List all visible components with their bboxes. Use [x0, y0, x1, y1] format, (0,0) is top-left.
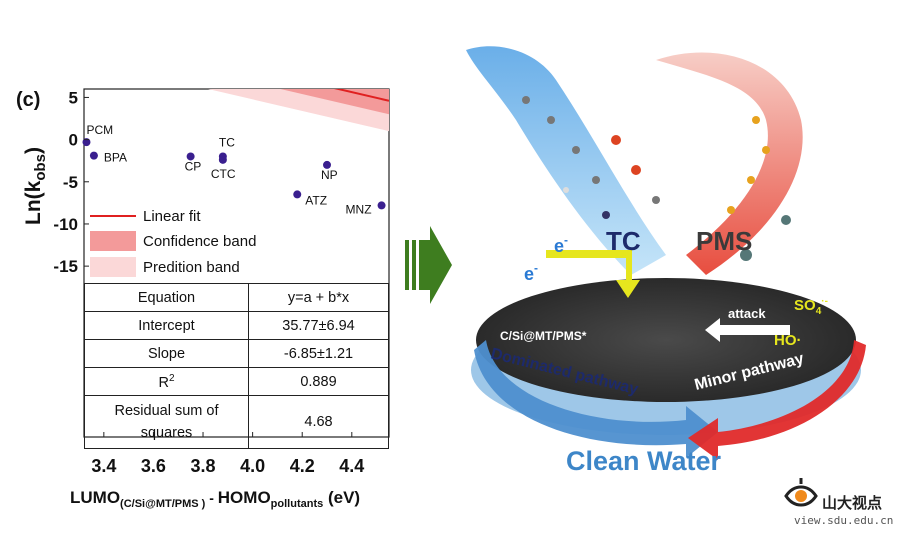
legend-prediction-label: Predition band: [143, 259, 240, 276]
electron-label-top: e-: [554, 233, 568, 256]
bands-group: [208, 89, 389, 132]
legend: Linear fit Confidence band Predition ban…: [90, 208, 256, 277]
point-label: BPA: [104, 151, 127, 165]
table-row: Residual sum of squares 4.68: [84, 395, 389, 449]
point-label: MNZ: [346, 202, 372, 216]
data-point: [82, 138, 91, 147]
x-axis-ticks: 3.4 3.6 3.8 4.0 4.2 4.4: [91, 432, 364, 476]
x-tick-label: 3.6: [141, 456, 166, 476]
point-label: CTC: [211, 167, 236, 181]
minor-pathway-arrow: [688, 340, 866, 460]
x-tick-label: 4.4: [339, 456, 364, 476]
table-cell: Slope: [84, 339, 249, 368]
x-tick-label: 3.4: [91, 456, 116, 476]
pms-stream: [656, 52, 803, 275]
sulfate-radical-label: SO4·-: [794, 296, 828, 317]
tc-stream: [466, 46, 666, 275]
table-cell: 35.77±6.94: [248, 311, 389, 340]
catalyst-label: C/Si@MT/PMS*: [500, 329, 587, 343]
y-tick-label: -10: [53, 215, 78, 234]
y-tick-label: -15: [53, 257, 78, 276]
watermark: 山大视点 view.sdu.edu.cn: [780, 470, 898, 530]
pms-label: PMS: [696, 226, 752, 256]
hydroxyl-radical-label: HO·: [774, 332, 802, 349]
x-tick-label: 3.8: [191, 456, 216, 476]
pms-molecule-icon: [727, 116, 791, 261]
y-axis-label: Ln(kobs): [22, 147, 49, 225]
point-label: TC: [219, 135, 235, 149]
tc-label: TC: [606, 226, 641, 256]
legend-fit-label: Linear fit: [143, 208, 201, 225]
legend-prediction-swatch: [90, 257, 136, 277]
point-label: ATZ: [305, 193, 327, 207]
table-cell: 0.889: [248, 367, 389, 396]
table-cell: Intercept: [84, 311, 249, 340]
x-tick-label: 4.0: [240, 456, 265, 476]
table-cell: Equation: [84, 283, 249, 312]
eye-logo-icon: [784, 478, 818, 507]
legend-confidence-label: Confidence band: [143, 233, 256, 250]
prediction-band: [208, 89, 389, 132]
y-tick-label: 5: [69, 88, 78, 107]
table-cell: -6.85±1.21: [248, 339, 389, 368]
data-point: [89, 151, 98, 160]
x-tick-label: 4.2: [290, 456, 315, 476]
electron-transfer-arrow: [546, 250, 640, 298]
table-row: Equation y=a + b*x: [84, 283, 389, 312]
confidence-band: [280, 89, 389, 115]
y-tick-label: -5: [63, 173, 78, 192]
table-cell: R2: [84, 367, 249, 396]
y-axis-ticks: 5 0 -5 -10 -15: [53, 88, 89, 276]
legend-confidence-swatch: [90, 231, 136, 251]
clean-water-label: Clean Water: [566, 446, 722, 476]
table-row: R2 0.889: [84, 367, 389, 396]
tc-molecule-icon: [522, 96, 660, 219]
table-row: Intercept 35.77±6.94: [84, 311, 389, 340]
attack-arrow: [705, 318, 790, 342]
data-points: PCM BPA CP TC CTC NP ATZ MNZ: [82, 123, 386, 216]
watermark-text: 山大视点: [822, 494, 883, 512]
dominated-pathway-arrow: [474, 340, 718, 458]
green-arrow-icon: [405, 226, 452, 304]
data-point: [323, 160, 332, 169]
table-cell: 4.68: [248, 395, 389, 449]
electron-label-left: e-: [524, 261, 538, 284]
table-cell: Residual sum of squares: [84, 395, 249, 449]
table-row: Slope -6.85±1.21: [84, 339, 389, 368]
reaction-disk: [476, 278, 856, 402]
data-point: [218, 155, 227, 164]
point-label: NP: [321, 168, 338, 182]
data-point: [377, 201, 386, 210]
data-point: [293, 190, 302, 199]
point-label: PCM: [86, 123, 113, 137]
watermark-url: view.sdu.edu.cn: [794, 514, 894, 527]
table-cell: y=a + b*x: [248, 283, 389, 312]
data-point: [186, 152, 195, 161]
fit-results-table: Equation y=a + b*x Intercept 35.77±6.94 …: [84, 283, 389, 449]
x-axis-label: LUMO(C/Si@MT/PMS ) - HOMOpollutants (eV): [70, 488, 360, 510]
y-tick-label: 0: [69, 131, 78, 150]
attack-label: attack: [728, 306, 766, 321]
point-label: CP: [185, 159, 202, 173]
panel-label: (c): [16, 89, 40, 111]
mechanism-illustration: TC PMS e- e- C/Si@MT/PMS* attack SO4·- H…: [466, 46, 866, 476]
